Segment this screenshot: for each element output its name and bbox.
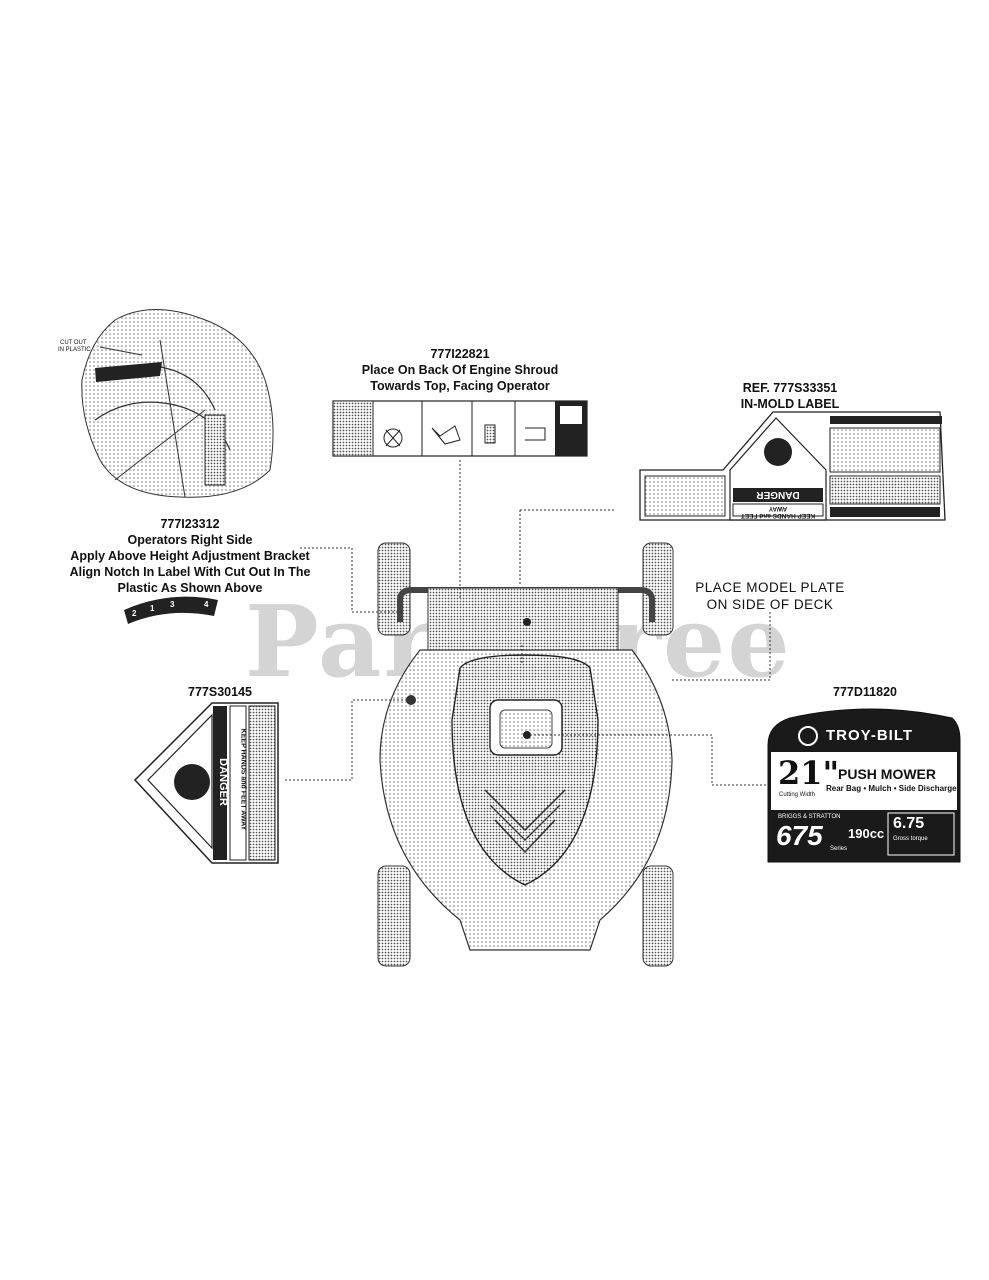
cutting-width-note: Cutting Width (779, 792, 816, 798)
height-instruction-3: Align Notch In Label With Cut Out In The (69, 565, 311, 579)
mower-features: Rear Bag • Mulch • Side Discharge (826, 784, 957, 793)
height-label-number-1: 1 (150, 604, 155, 613)
cut-out-note: CUT OUT (60, 340, 87, 346)
mower-type-title: PUSH MOWER (838, 766, 936, 782)
inmold-label (639, 411, 946, 521)
height-label-strip (124, 596, 218, 624)
engine-brand: BRIGGS & STRATTON (778, 814, 841, 820)
engine-torque: 6.75 (893, 815, 925, 832)
shroud-instruction-2: Towards Top, Facing Operator (370, 379, 550, 393)
model-plate-instruction-2: ON SIDE OF DECK (706, 597, 834, 612)
engine-torque-note: Gross torque (893, 836, 928, 842)
mower-body (377, 542, 674, 967)
wheel-front-right (642, 865, 674, 967)
height-part-number: 777I23312 (160, 517, 220, 531)
inmold-keep-text: KEEP HANDS and FEET AWAY (740, 505, 816, 519)
engine-series-word: Series (830, 846, 848, 852)
danger-triangle-label (133, 702, 279, 864)
shroud-label (332, 400, 588, 457)
leader-lines (285, 460, 771, 786)
wheel-front-left (377, 865, 411, 967)
in-plastic-note: IN PLASTIC (58, 347, 91, 353)
shroud-part-number: 777I22821 (430, 347, 490, 361)
height-label-number-4: 4 (204, 600, 209, 609)
height-instruction-1: Operators Right Side (127, 533, 253, 547)
danger-tri-danger-text: DANGER (217, 758, 229, 806)
rear-flap (427, 587, 619, 651)
engine-series: 675 (776, 820, 823, 851)
danger-tri-part-number: 777S30145 (188, 685, 252, 699)
model-plate-part-number: 777D11820 (833, 685, 897, 699)
height-bracket-illustration (81, 309, 274, 498)
brand-name: TROY-BILT (826, 727, 914, 744)
height-instruction-2: Apply Above Height Adjustment Bracket (70, 549, 310, 563)
model-plate-instruction-1: PLACE MODEL PLATE (695, 580, 845, 595)
inmold-danger-text: DANGER (756, 489, 800, 500)
inmold-part-number: REF. 777S33351 (742, 381, 838, 395)
height-label-number-3: 3 (170, 600, 175, 609)
height-instruction-4: Plastic As Shown Above (117, 581, 263, 595)
inmold-title: IN-MOLD LABEL (740, 397, 840, 411)
height-label-number-2: 2 (132, 609, 137, 618)
shroud-instruction-1: Place On Back Of Engine Shroud (361, 363, 559, 377)
engine-cc: 190cc (848, 826, 885, 841)
danger-tri-keep-text: KEEP HANDS and FEET AWAY (239, 728, 247, 831)
cutting-width: 21" (778, 754, 840, 792)
model-plate (767, 708, 961, 863)
